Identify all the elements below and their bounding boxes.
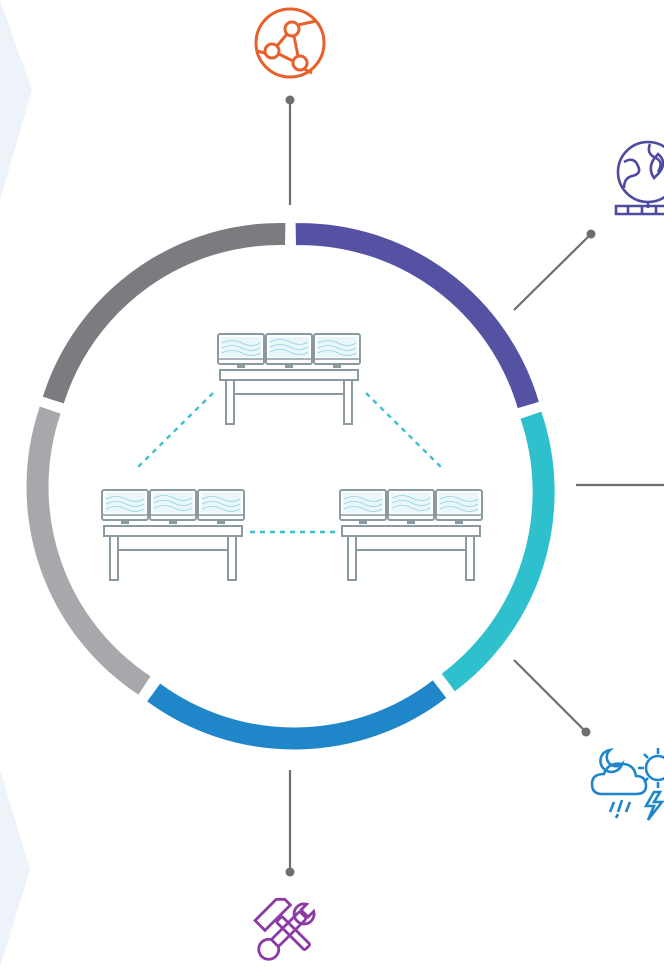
- background-chevron-bottom: [0, 770, 30, 967]
- connector-upper-right: [513, 229, 596, 311]
- link-top-to-left: [136, 392, 214, 469]
- connector-top: [285, 95, 295, 205]
- ring-segment-blue: [147, 680, 447, 750]
- workstation-top: [217, 333, 361, 425]
- connector-bottom: [285, 770, 295, 877]
- hammer-icon: [253, 897, 311, 951]
- ring: [26, 222, 555, 750]
- ring-segment-purple: [295, 223, 539, 409]
- ring-segment-dark-gray: [42, 222, 286, 404]
- link-top-to-right: [365, 392, 443, 469]
- workstation-links: [136, 392, 443, 534]
- network-icon: [254, 7, 326, 79]
- globe-plant-icon: [614, 140, 664, 216]
- weather-storm-icon: [590, 748, 664, 821]
- background-chevron-top: [0, 0, 32, 200]
- connector-lower-right: [513, 659, 591, 737]
- ring-segment-cyan: [441, 411, 555, 692]
- tools-icon: [257, 902, 316, 961]
- connectors: [285, 95, 664, 877]
- ring-segment-light-gray: [26, 406, 151, 695]
- workstation-right: [339, 489, 483, 581]
- workstation-left: [101, 489, 245, 581]
